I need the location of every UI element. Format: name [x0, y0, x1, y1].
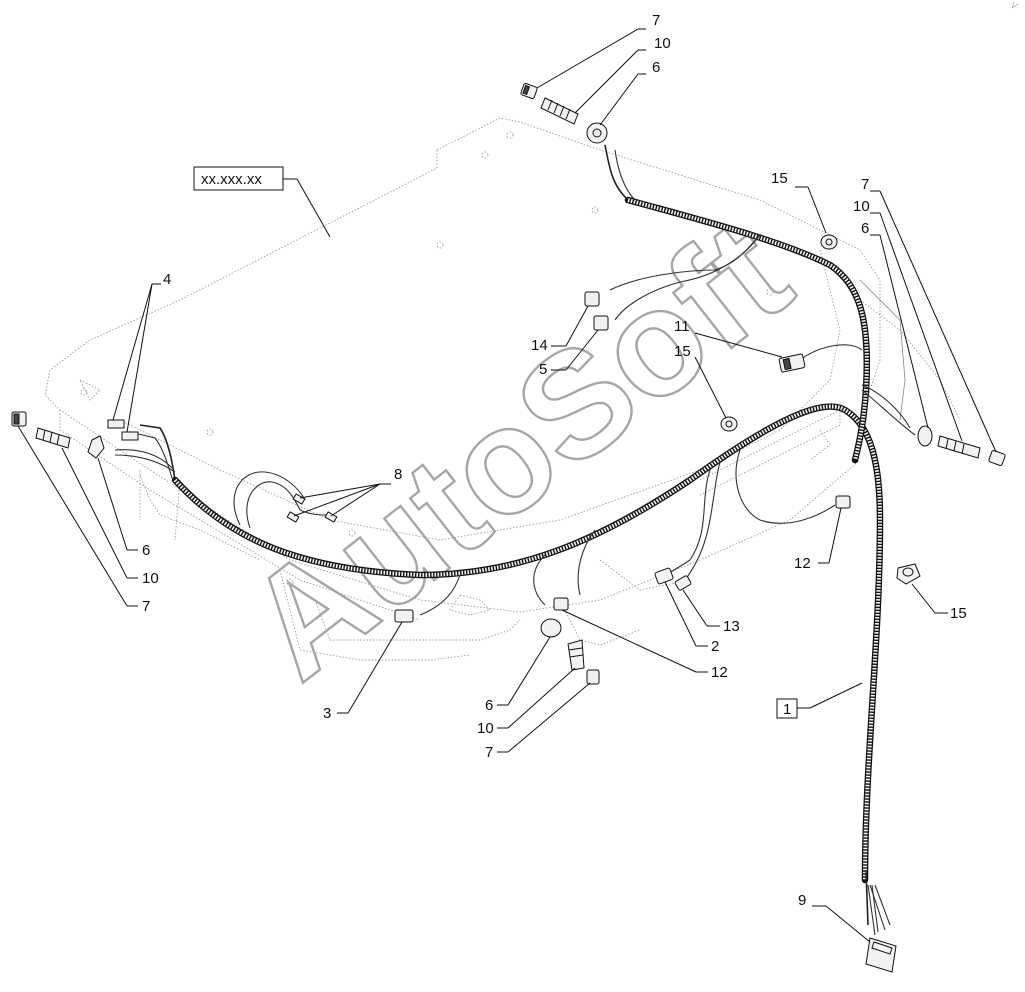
seal-6-left — [87, 435, 105, 459]
connector-7-right — [988, 450, 1006, 466]
main-harness-loom — [171, 196, 884, 884]
callout-labels: xx.xxx.xx 7 10 6 15 7 10 6 4 14 5 11 15 … — [142, 12, 967, 909]
reference-code: xx.xxx.xx — [201, 171, 262, 188]
callout-15: 15 — [674, 343, 691, 360]
connector-12-right — [835, 495, 851, 509]
grommet-15-right — [896, 563, 921, 585]
connectors-8 — [286, 493, 338, 523]
callout-2: 2 — [711, 638, 719, 655]
connector-12-bottom — [553, 597, 569, 611]
connector-7-bottom — [586, 669, 600, 685]
callout-3: 3 — [323, 705, 331, 722]
corner-arrow-icon — [1011, 1, 1019, 9]
leader-lines — [17, 28, 997, 943]
callout-4: 4 — [163, 271, 171, 288]
seal-6-top — [586, 122, 608, 144]
connector-13 — [674, 575, 692, 591]
callout-6: 6 — [142, 542, 150, 559]
grommet-10-top — [540, 97, 579, 125]
seal-6-right — [917, 425, 933, 447]
callout-10: 10 — [654, 35, 671, 52]
callout-15: 15 — [771, 170, 788, 187]
callout-10: 10 — [853, 198, 870, 215]
connector-2 — [654, 567, 674, 585]
callout-1-box — [776, 698, 798, 719]
callout-7: 7 — [652, 12, 660, 29]
callout-7: 7 — [142, 598, 150, 615]
grommet-10-left — [35, 427, 71, 449]
callout-10: 10 — [477, 720, 494, 737]
callout-13: 13 — [723, 618, 740, 635]
callout-12: 12 — [794, 555, 811, 572]
connector-11 — [778, 353, 806, 373]
grommet-15-centre — [720, 416, 738, 432]
callout-8: 8 — [394, 466, 402, 483]
callout-6: 6 — [861, 220, 869, 237]
callout-10: 10 — [142, 570, 159, 587]
callout-14: 14 — [531, 337, 548, 354]
callout-5: 5 — [539, 361, 547, 378]
seal-6-bottom — [540, 618, 562, 638]
callout-6: 6 — [485, 697, 493, 714]
connector-3 — [394, 609, 414, 623]
grommet-10-right — [937, 435, 981, 459]
terminals-4 — [107, 419, 139, 441]
connector-7-left — [11, 411, 27, 427]
callout-12: 12 — [711, 664, 728, 681]
branch-wires — [114, 144, 916, 936]
connector-5 — [593, 315, 609, 331]
connector-9 — [865, 937, 897, 973]
callout-11: 11 — [674, 318, 690, 335]
callout-9: 9 — [798, 892, 806, 909]
callout-7: 7 — [485, 744, 493, 761]
connector-14 — [584, 291, 600, 307]
connector-7-top — [520, 83, 538, 99]
grommet-10-bottom — [567, 639, 585, 671]
grommet-15-top — [820, 234, 838, 250]
callout-1: 1 — [783, 701, 791, 718]
callout-7: 7 — [861, 176, 869, 193]
reference-box — [193, 166, 284, 191]
callout-6: 6 — [652, 59, 660, 76]
callout-15: 15 — [950, 605, 967, 622]
components — [11, 83, 1006, 973]
